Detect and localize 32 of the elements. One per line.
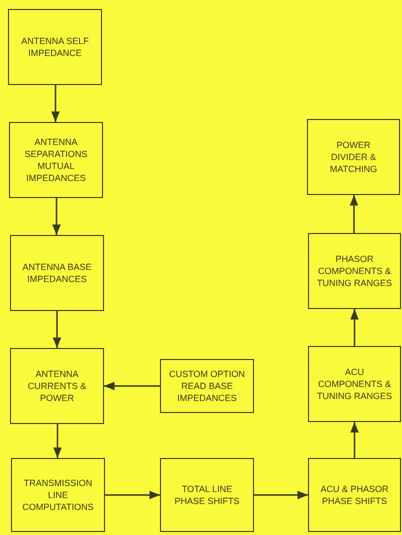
process-box [307, 119, 400, 195]
process-box [160, 458, 254, 532]
arrow [350, 309, 359, 346]
arrow [52, 198, 61, 235]
process-box [10, 348, 104, 424]
box-label: CUSTOM OPTION READ BASE IMPEDANCES [168, 368, 246, 404]
process-box [8, 9, 102, 85]
box-label: ANTENNA CURRENTS & POWER [26, 368, 88, 404]
arrow [52, 311, 62, 348]
arrow [350, 422, 359, 458]
arrow [104, 382, 160, 390]
box-label: ANTENNA SELF IMPEDANCE [20, 35, 90, 59]
arrow [254, 490, 308, 500]
arrow [350, 195, 358, 233]
box-label: ACU COMPONENTS & TUNING RANGES [316, 366, 393, 402]
box-label: ANTENNA BASE IMPEDANCES [22, 261, 92, 285]
process-box [308, 346, 401, 422]
process-box [10, 235, 104, 311]
box-label: ACU & PHASOR PHASE SHIFTS [319, 483, 390, 507]
process-box [308, 458, 401, 532]
process-box [9, 122, 103, 198]
arrow [51, 85, 60, 122]
box-label: PHASOR COMPONENTS & TUNING RANGES [316, 253, 393, 289]
process-box [11, 458, 105, 532]
process-box [308, 233, 401, 309]
arrow [105, 490, 160, 500]
box-label: ANTENNA SEPARATIONS MUTUAL IMPEDANCES [24, 136, 88, 184]
box-label: POWER DIVIDER & MATCHING [328, 139, 378, 175]
box-label: TRANSMISSION LINE COMPUTATIONS [21, 477, 95, 513]
box-label: TOTAL LINE PHASE SHIFTS [173, 483, 240, 507]
process-box [160, 359, 254, 413]
arrow [53, 424, 62, 458]
